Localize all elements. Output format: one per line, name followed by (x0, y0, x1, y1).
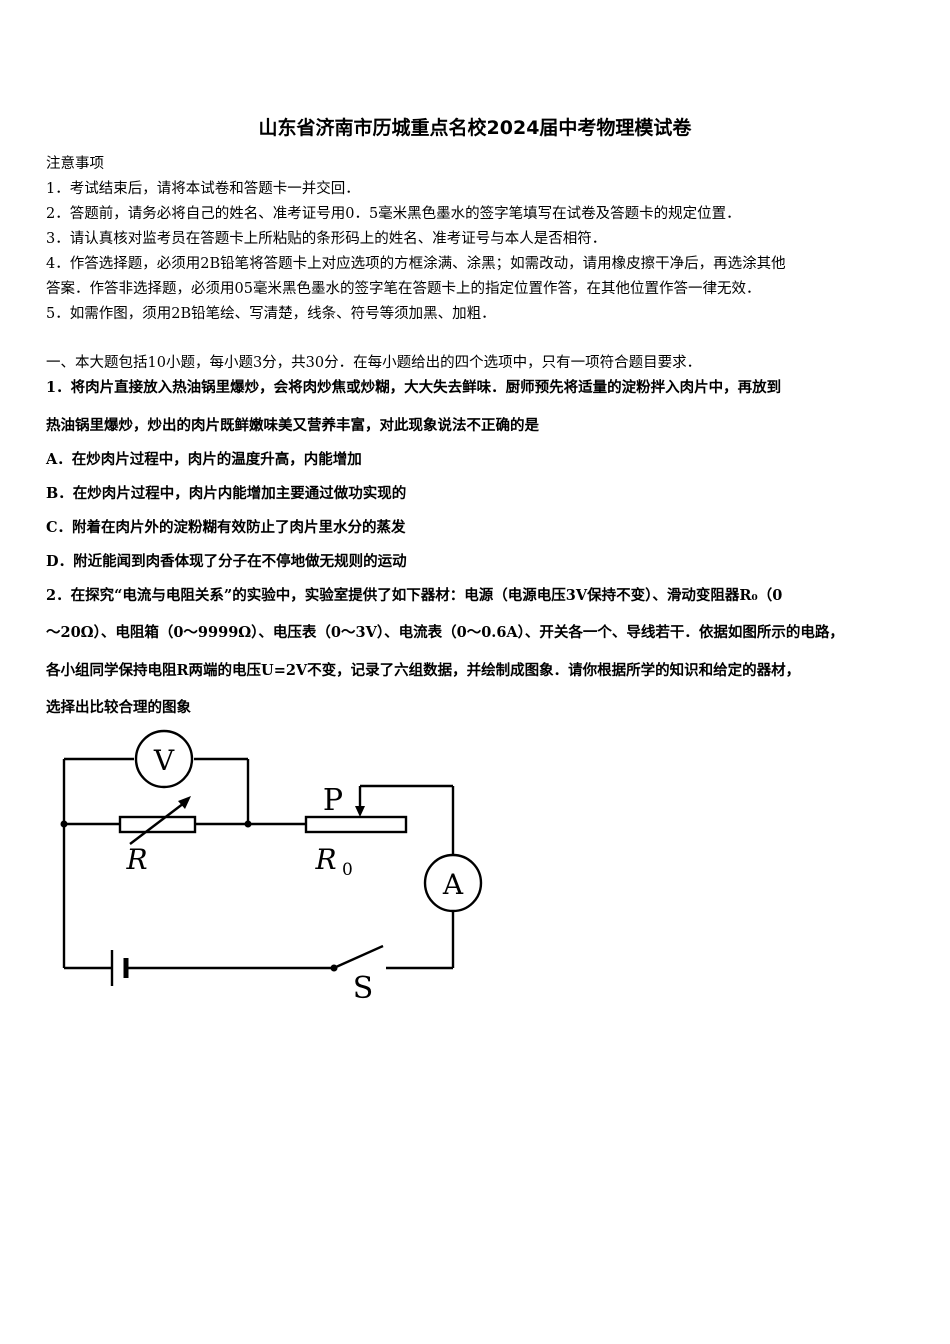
q1-option-b: B．在炒肉片过程中，肉片内能增加主要通过做功实现的 (46, 485, 407, 502)
notice-line-4: 4．作答选择题，必须用2B铅笔将答题卡上对应选项的方框涂满、涂黑；如需改动，请用… (46, 256, 786, 272)
q2-stem-line-4: 选择出比较合理的图象 (46, 699, 191, 716)
resistor-box-arrow-shaft (129, 799, 189, 845)
notice-line-6: 5．如需作图，须用2B铅笔绘、写清楚，线条、符号等须加黑、加粗． (46, 306, 496, 322)
switch-label: S (353, 971, 374, 1006)
resistor-box-arrow-head (178, 796, 191, 809)
q1-option-c: C．附着在肉片外的淀粉糊有效防止了肉片里水分的蒸发 (46, 519, 406, 536)
rheostat-symbol (304, 815, 408, 834)
voltmeter-label: V (153, 744, 175, 777)
q1-stem-line-1: 1．将肉片直接放入热油锅里爆炒，会将肉炒焦或炒糊，大大失去鲜味．厨师预先将适量的… (46, 379, 782, 396)
q1-option-a: A．在炒肉片过程中，肉片的温度升高，内能增加 (46, 451, 362, 468)
slider-label: P (323, 783, 343, 818)
slider-arrow-head (355, 806, 365, 817)
junction-left (60, 820, 68, 828)
ammeter-label: A (442, 868, 464, 901)
q2-stem-line-2: ～20Ω）、电阻箱（0～9999Ω）、电压表（0～3V）、电流表（0～0.6A）… (46, 624, 844, 641)
rheostat-label: R (314, 843, 336, 876)
section-heading: 一、本大题包括10小题，每小题3分，共30分．在每小题给出的四个选项中，只有一项… (46, 355, 702, 371)
q1-stem-line-2: 热油锅里爆炒，炒出的肉片既鲜嫩味美又营养丰富，对此现象说法不正确的是 (46, 417, 539, 434)
notice-line-1: 1．考试结束后，请将本试卷和答题卡一并交回． (46, 181, 360, 197)
notice-line-5: 答案．作答非选择题，必须用05毫米黑色墨水的签字笔在答题卡上的指定位置作答，在其… (46, 281, 761, 297)
page-title: 山东省济南市历城重点名校2024届中考物理模试卷 (258, 117, 692, 139)
notice-heading: 注意事项 (46, 156, 104, 172)
rheostat-subscript: 0 (342, 860, 353, 880)
switch-pivot (330, 964, 338, 972)
q2-stem-line-3: 各小组同学保持电阻R两端的电压U=2V不变，记录了六组数据，并绘制成图象．请你根… (46, 662, 801, 679)
switch-blade (335, 944, 384, 969)
voltmeter-symbol (134, 729, 194, 789)
q2-stem-line-1: 2．在探究“电流与电阻关系”的实验中，实验室提供了如下器材：电源（电源电压3V保… (46, 587, 783, 604)
junction-middle (244, 820, 252, 828)
notice-line-3: 3．请认真核对监考员在答题卡上所粘贴的条形码上的姓名、准考证号与本人是否相符． (46, 231, 607, 247)
q1-option-d: D．附近能闻到肉香体现了分子在不停地做无规则的运动 (46, 553, 407, 570)
circuit-diagram: V A P R R 0 S (60, 729, 483, 1006)
resistor-box-label: R (125, 843, 147, 876)
notice-line-2: 2．答题前，请务必将自己的姓名、准考证号用0．5毫米黑色墨水的签字笔填写在试卷及… (46, 206, 741, 222)
